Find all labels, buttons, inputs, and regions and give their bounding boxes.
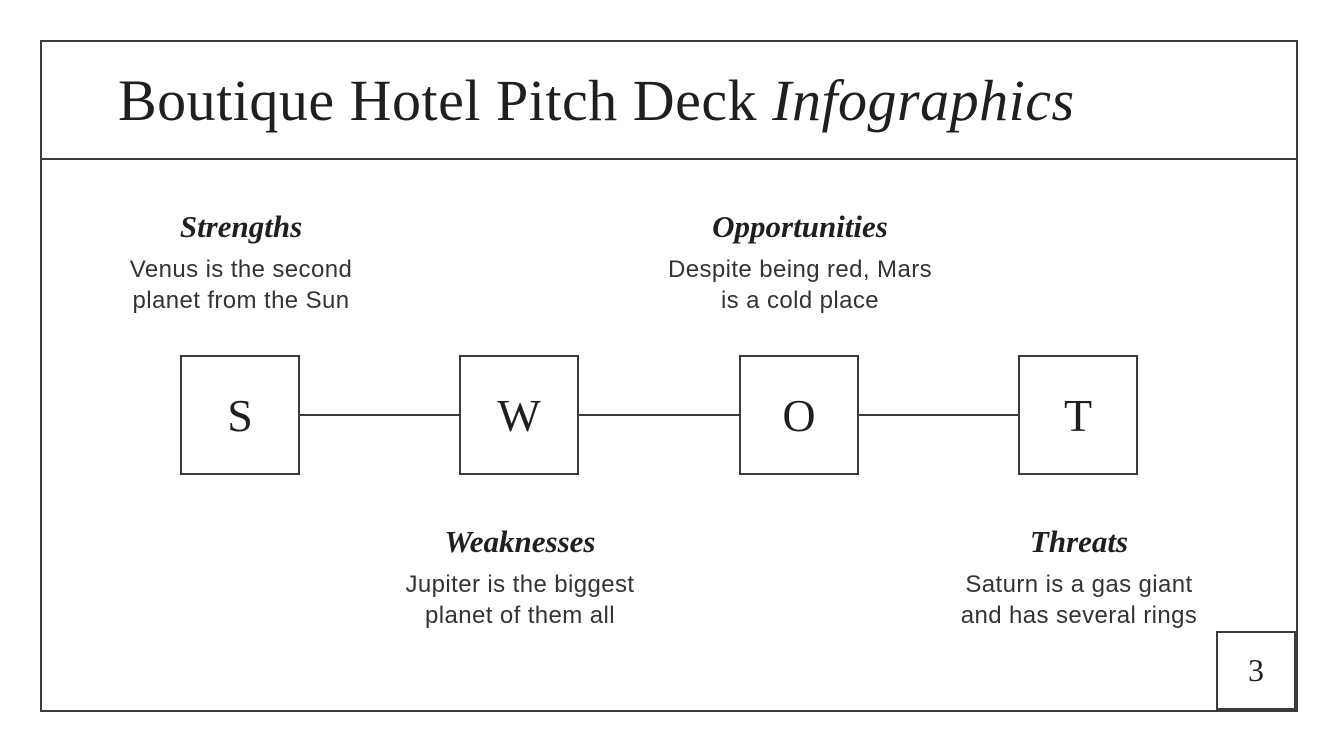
page-number-box: 3 bbox=[1216, 631, 1296, 710]
swot-box-w: W bbox=[459, 355, 579, 475]
strengths-label-block: Strengths Venus is the second planet fro… bbox=[80, 208, 402, 316]
swot-box-o: O bbox=[739, 355, 859, 475]
swot-box-s: S bbox=[180, 355, 300, 475]
strengths-heading: Strengths bbox=[179, 209, 303, 244]
slide-title-regular: Boutique Hotel Pitch Deck bbox=[118, 67, 758, 133]
threats-description-line2: and has several rings bbox=[960, 602, 1198, 629]
opportunities-description: Despite being red, Mars is a cold place bbox=[639, 254, 961, 316]
weaknesses-description-line1: Jupiter is the biggest bbox=[405, 571, 635, 598]
swot-connector-line bbox=[240, 414, 1078, 416]
strengths-description-line1: Venus is the second bbox=[129, 256, 353, 283]
slide-title-italic: Infographics bbox=[772, 67, 1075, 133]
weaknesses-description: Jupiter is the biggest planet of them al… bbox=[349, 569, 691, 631]
threats-description: Saturn is a gas giant and has several ri… bbox=[908, 569, 1250, 631]
swot-letter-w: W bbox=[497, 389, 541, 441]
swot-box-t: T bbox=[1018, 355, 1138, 475]
threats-heading: Threats bbox=[1029, 524, 1129, 559]
slide-title: Boutique Hotel Pitch Deck Infographics bbox=[118, 67, 1075, 134]
opportunities-label-block: Opportunities Despite being red, Mars is… bbox=[639, 208, 961, 316]
weaknesses-label-block: Weaknesses Jupiter is the biggest planet… bbox=[349, 523, 691, 631]
title-band: Boutique Hotel Pitch Deck Infographics bbox=[42, 42, 1296, 160]
threats-label-block: Threats Saturn is a gas giant and has se… bbox=[908, 523, 1250, 631]
threats-description-line1: Saturn is a gas giant bbox=[965, 571, 1193, 598]
opportunities-heading: Opportunities bbox=[712, 209, 888, 244]
strengths-description: Venus is the second planet from the Sun bbox=[80, 254, 402, 316]
opportunities-description-line2: is a cold place bbox=[720, 287, 880, 314]
swot-letter-o: O bbox=[782, 389, 816, 441]
weaknesses-description-line2: planet of them all bbox=[425, 602, 615, 629]
weaknesses-heading: Weaknesses bbox=[444, 524, 596, 559]
opportunities-description-line1: Despite being red, Mars bbox=[668, 256, 932, 283]
page-number: 3 bbox=[1248, 652, 1264, 688]
swot-letter-t: T bbox=[1063, 389, 1093, 441]
slide-frame: Boutique Hotel Pitch Deck Infographics S… bbox=[40, 40, 1298, 712]
swot-letter-s: S bbox=[227, 389, 253, 441]
strengths-description-line2: planet from the Sun bbox=[132, 287, 350, 314]
